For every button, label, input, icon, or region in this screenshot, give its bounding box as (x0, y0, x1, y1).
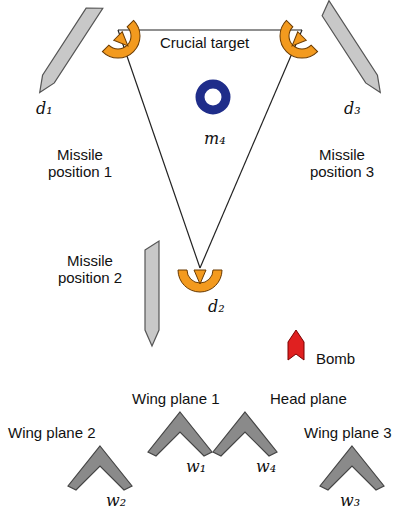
plane-label: Wing plane 2 (8, 424, 96, 441)
target-ring (200, 84, 226, 110)
plane-symbol (320, 446, 384, 490)
missile-symbol (145, 241, 159, 346)
radar-symbol (102, 20, 149, 67)
callout-symbol: w₄ (256, 458, 276, 476)
missile-symbol (34, 1, 103, 97)
plane-label: Wing plane 1 (132, 390, 220, 407)
missile-symbol (317, 1, 386, 97)
bomb-symbol (288, 330, 304, 360)
plane-label: Wing plane 3 (304, 424, 392, 441)
plane-symbol (68, 446, 132, 490)
triangle-lines (118, 30, 302, 268)
callout-symbol: w₁ (186, 458, 206, 476)
bomb-label: Bomb (316, 350, 355, 367)
callout-symbol: w₂ (106, 492, 126, 510)
plane-label: Head plane (270, 390, 347, 407)
callout-symbol: m₄ (204, 130, 226, 148)
callout-symbol: d₂ (208, 298, 225, 316)
position-label: Missile position 1 (38, 146, 122, 181)
callout-symbol: w₃ (340, 492, 360, 510)
radar-symbol (178, 270, 222, 292)
plane-symbol (148, 412, 212, 456)
plane-symbol (213, 412, 277, 456)
callout-symbol: d₁ (36, 100, 53, 118)
target-label: Crucial target (160, 34, 249, 51)
radar-symbol (271, 20, 318, 67)
position-label: Missile position 3 (300, 146, 384, 181)
callout-symbol: d₃ (344, 100, 361, 118)
position-label: Missile position 2 (44, 252, 136, 287)
